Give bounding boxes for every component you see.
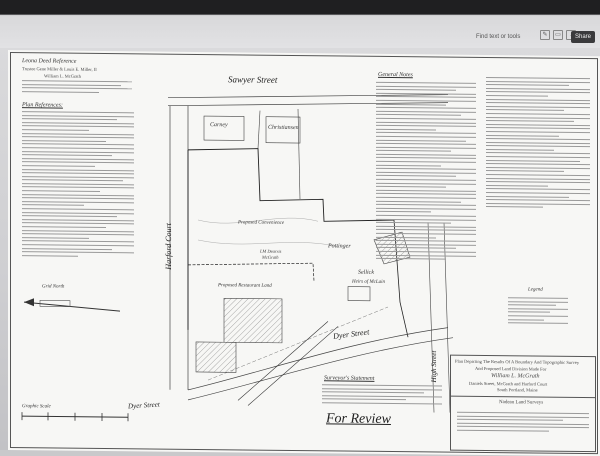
survey-plan-document: Leona Deed Reference Trustee Gene Miller… — [8, 50, 600, 456]
graphic-scale-bar — [21, 412, 129, 422]
street-label-harford: Harford Court — [164, 223, 173, 270]
plan-references-list — [22, 111, 134, 260]
general-notes-col1 — [376, 81, 476, 263]
survey-linework — [167, 94, 454, 413]
grantee-names: Trustee Gene Miller & Louis E. Miller, I… — [22, 66, 97, 72]
title-block: Plan Depicting The Results Of A Boundary… — [450, 354, 596, 453]
deed-reference-text — [22, 80, 132, 96]
parcel-label-christiansen: Christiansen — [268, 124, 299, 132]
legend-heading: Legend — [528, 287, 543, 293]
title-line-1: Plan Depicting The Results Of A Boundary… — [455, 358, 580, 365]
title-block-details — [457, 411, 589, 435]
parcel-label-carney: Carney — [210, 122, 228, 129]
surveyor-statement-text — [322, 384, 442, 407]
plan-references-heading: Plan References: — [22, 102, 63, 109]
title-line-4: South Portland, Maine — [497, 387, 538, 393]
general-notes-col2 — [486, 77, 590, 211]
parcel-label-proposed-convenience: Proposed Convenience — [238, 220, 285, 226]
deed-reference-heading: Leona Deed Reference — [22, 58, 77, 65]
parcel-label-proposed-restaurant: Proposed Restaurant Land — [218, 283, 272, 289]
grid-north-label: Grid North — [42, 284, 65, 290]
street-label-sawyer: Sawyer Street — [228, 74, 278, 85]
title-line-3: Daniels Street, McGrath and Harford Cour… — [469, 380, 548, 387]
for-review-stamp: For Review — [326, 411, 391, 428]
find-text-box[interactable]: Find text or tools — [476, 34, 521, 40]
survey-drawing: Sawyer Street Harford Court Dyer Street … — [128, 69, 458, 442]
general-notes-heading: General Notes — [378, 71, 413, 79]
graphic-scale-label: Graphic Scale — [22, 404, 51, 410]
parcel-label-pottinger: Pottinger — [328, 243, 351, 250]
parcel-label-mcgrath-1: LM Dearris — [260, 248, 282, 254]
share-button[interactable]: Share — [571, 31, 595, 43]
grantee-names-2: William L. McGrath — [44, 73, 81, 79]
title-client: William L. McGrath — [491, 373, 540, 380]
parcel-label-heirs: Heirs of McLain — [352, 279, 386, 285]
viewer-toolbar: Find text or tools ✎ ▭ ↓ Share — [0, 0, 600, 48]
surveyor-statement-heading: Surveyor's Statement — [324, 375, 375, 382]
parcel-label-mcgrath-2: McGrath — [262, 254, 279, 260]
north-arrow — [23, 298, 121, 312]
toolbar-top-strip — [0, 0, 600, 14]
title-firm: Nadeau Land Surveys — [499, 400, 544, 406]
legend-entries — [508, 297, 568, 326]
street-label-high: High Street — [430, 350, 438, 383]
print-icon[interactable]: ▭ — [553, 30, 563, 40]
title-divider — [451, 395, 595, 399]
parcel-label-sellick: Sellick — [358, 269, 374, 276]
comment-icon[interactable]: ✎ — [540, 30, 550, 40]
title-line-2: And Proposed Land Division Made For — [475, 365, 547, 372]
